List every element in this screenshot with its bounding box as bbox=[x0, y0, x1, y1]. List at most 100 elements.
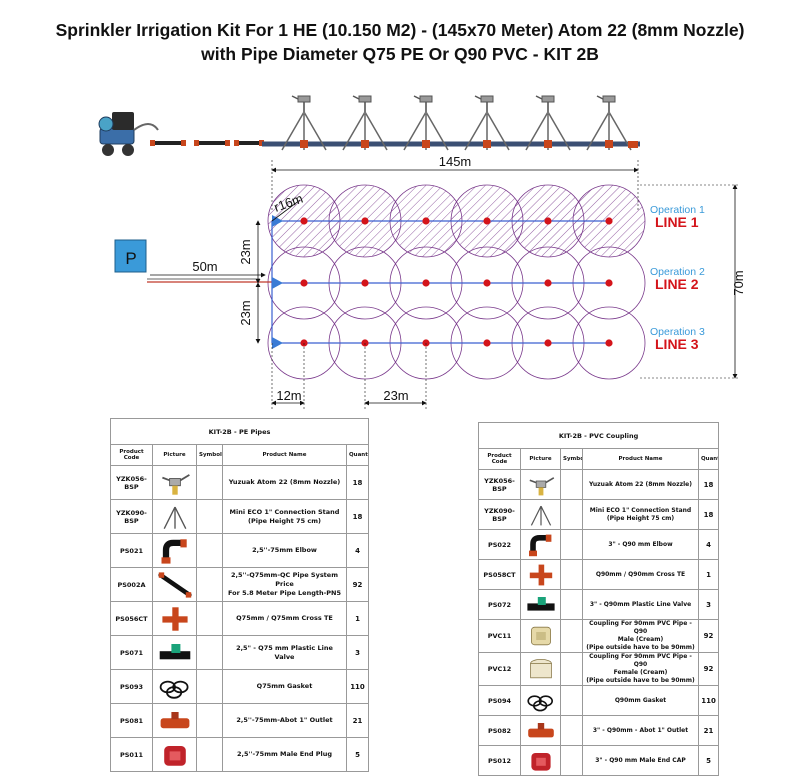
product-code: PS021 bbox=[110, 533, 153, 568]
pipe-segment-icon bbox=[150, 140, 186, 146]
cross-tee-icon bbox=[529, 564, 553, 585]
product-quantity: 1 bbox=[345, 601, 370, 636]
product-picture bbox=[152, 635, 197, 670]
table-header-cell: Product Name bbox=[582, 448, 699, 470]
product-name: Yuzuak Atom 22 (8mm Nozzle) bbox=[582, 469, 699, 500]
product-symbol bbox=[560, 499, 583, 530]
product-name-line: 2,5" - Q75 mm Plastic Line Valve bbox=[236, 643, 333, 661]
product-name-line: Coupling For 90mm PVC Pipe - Q90 bbox=[589, 653, 692, 669]
product-name-line: Coupling For 90mm PVC Pipe - Q90 bbox=[589, 620, 692, 636]
product-code: PS012 bbox=[478, 745, 521, 776]
valve-icon bbox=[159, 643, 190, 659]
tripod-sprinkler-icon bbox=[525, 95, 571, 151]
end-plug-icon bbox=[163, 745, 186, 766]
product-code: PS022 bbox=[478, 529, 521, 560]
product-name-line: Q90mm / Q90mm Cross TE bbox=[595, 570, 686, 578]
product-quantity: 5 bbox=[697, 745, 720, 776]
sprinkler-point bbox=[483, 339, 491, 347]
equipment-strip bbox=[98, 95, 640, 156]
product-picture bbox=[152, 601, 197, 636]
product-name-line: (Pipe Height 75 cm) bbox=[606, 514, 675, 522]
product-name-line: Q75mm Gasket bbox=[256, 682, 313, 690]
product-name-line: Yuzuak Atom 22 (8mm Nozzle) bbox=[228, 478, 341, 486]
pipe-segment-icon bbox=[194, 140, 230, 146]
product-quantity: 21 bbox=[345, 703, 370, 738]
product-name: Mini ECO 1" Connection Stand(Pipe Height… bbox=[582, 499, 699, 530]
product-quantity: 18 bbox=[697, 499, 720, 530]
product-picture bbox=[520, 745, 561, 776]
product-symbol bbox=[196, 703, 223, 738]
product-symbol bbox=[196, 567, 223, 602]
operation-label-1: Operation 1 bbox=[650, 204, 705, 216]
sprinkler-point bbox=[483, 217, 491, 225]
product-name: Q90mm Gasket bbox=[582, 685, 699, 716]
product-name: 3" - Q90 mm Elbow bbox=[582, 529, 699, 560]
product-code: PS094 bbox=[478, 685, 521, 716]
product-code: PS072 bbox=[478, 589, 521, 620]
product-code: YZK056-BSP bbox=[478, 469, 521, 500]
product-quantity: 4 bbox=[697, 529, 720, 560]
product-code: PS011 bbox=[110, 737, 153, 772]
product-name: 3" - Q90mm - Abot 1" Outlet bbox=[582, 715, 699, 746]
product-name-line: Mini ECO 1" Connection Stand bbox=[229, 507, 340, 516]
pump-cart-icon bbox=[98, 112, 159, 156]
product-name-line: 3" - Q90mm - Abot 1" Outlet bbox=[592, 726, 689, 734]
product-name-line: 3" - Q90 mm Male End CAP bbox=[595, 756, 686, 764]
product-symbol bbox=[560, 559, 583, 590]
tripod-sprinkler-icon bbox=[281, 95, 327, 151]
product-code: PS002A bbox=[110, 567, 153, 602]
sprinkler-point bbox=[422, 279, 430, 287]
product-name: Q75mm / Q75mm Cross TE bbox=[222, 601, 347, 636]
line-label-2: LINE 2 bbox=[655, 276, 699, 292]
table-header-cell: Quantity bbox=[697, 448, 720, 470]
product-picture bbox=[520, 685, 561, 716]
pipe-segment-icon bbox=[234, 140, 264, 146]
product-name: 2,5''-75mm-Abot 1" Outlet bbox=[222, 703, 347, 738]
product-quantity: 3 bbox=[345, 635, 370, 670]
sprinkler-point bbox=[605, 279, 613, 287]
product-name-line: Mini ECO 1" Connection Stand bbox=[589, 506, 692, 514]
product-code: PS093 bbox=[110, 669, 153, 704]
tripod-sprinkler-icon bbox=[586, 95, 632, 151]
tripod-stand-icon bbox=[163, 506, 186, 529]
product-name-line: 2,5''-75mm-Abot 1" Outlet bbox=[236, 716, 333, 724]
gasket-icon bbox=[159, 680, 188, 699]
product-code: YZK090-BSP bbox=[110, 499, 153, 534]
tripod-stand-icon bbox=[530, 505, 552, 526]
pump-box bbox=[114, 239, 147, 273]
product-name: 3" - Q90mm Plastic Line Valve bbox=[582, 589, 699, 620]
product-name: 2,5" - Q75 mm Plastic Line Valve bbox=[222, 635, 347, 670]
product-code: PS082 bbox=[478, 715, 521, 746]
outlet-icon bbox=[528, 722, 554, 737]
product-symbol bbox=[560, 685, 583, 716]
product-symbol bbox=[196, 465, 223, 500]
sprinkler-point bbox=[300, 217, 308, 225]
row-spacing-label-1: 23m bbox=[238, 239, 253, 264]
product-quantity: 92 bbox=[697, 619, 720, 653]
product-code: PS058CT bbox=[478, 559, 521, 590]
product-name: 2,5''-75mm Male End Plug bbox=[222, 737, 347, 772]
product-symbol bbox=[196, 669, 223, 704]
product-code: YZK056-BSP bbox=[110, 465, 153, 500]
product-name: Yuzuak Atom 22 (8mm Nozzle) bbox=[222, 465, 347, 500]
sprinkler-point bbox=[483, 279, 491, 287]
product-name: 3" - Q90 mm Male End CAP bbox=[582, 745, 699, 776]
product-name-line: For 5.8 Meter Pipe Length-PN5 bbox=[227, 589, 342, 597]
product-name-line: (Pipe Height 75 cm) bbox=[248, 516, 321, 525]
product-name-line: (Pipe outside have to be 90mm) bbox=[586, 644, 695, 651]
product-name-line: Male (Cream) bbox=[617, 636, 664, 643]
product-symbol bbox=[560, 529, 583, 560]
operation-label-2: Operation 2 bbox=[650, 266, 705, 278]
product-code: PS056CT bbox=[110, 601, 153, 636]
product-code: PVC11 bbox=[478, 619, 521, 653]
coverage-circles bbox=[267, 184, 646, 380]
